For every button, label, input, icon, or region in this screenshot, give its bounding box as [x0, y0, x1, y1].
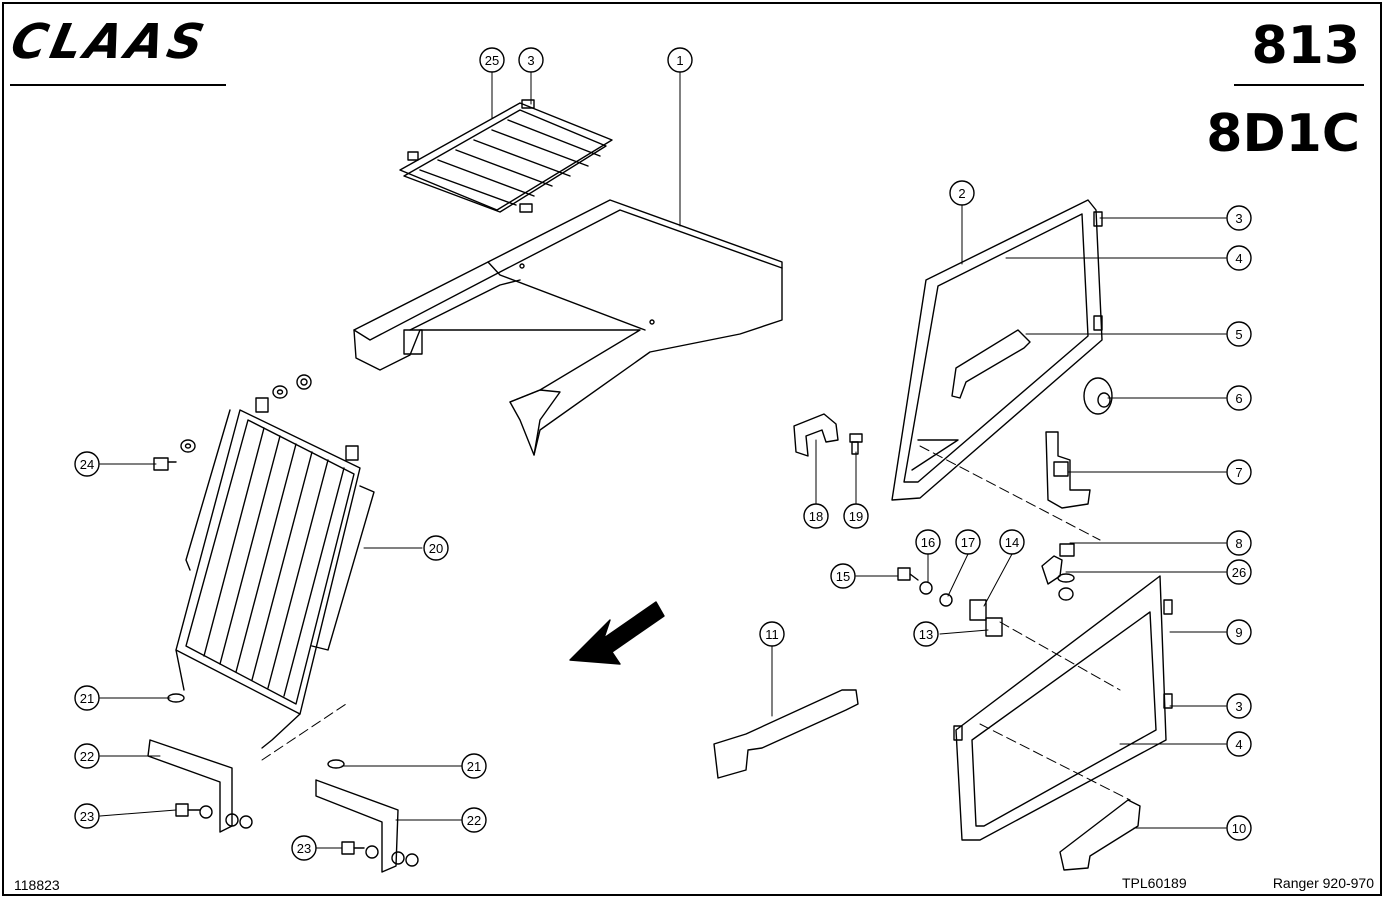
- callout-23-right: 23: [291, 835, 317, 861]
- callout-17: 17: [955, 529, 981, 555]
- assembly-guide-lines: [261, 445, 1131, 801]
- callout-10: 10: [1226, 815, 1252, 841]
- callout-8: 8: [1226, 530, 1252, 556]
- svg-text:26: 26: [1232, 565, 1246, 580]
- callout-26: 26: [1226, 559, 1252, 585]
- group-code: 8D1C: [1206, 104, 1360, 164]
- callout-16: 16: [915, 529, 941, 555]
- callout-13: 13: [913, 621, 939, 647]
- logo-underline: [10, 84, 226, 86]
- door-handle-part: [1059, 799, 1141, 871]
- svg-text:20: 20: [429, 541, 443, 556]
- svg-text:8: 8: [1235, 536, 1242, 551]
- svg-text:22: 22: [467, 813, 481, 828]
- direction-arrow: [569, 601, 665, 665]
- callout-4-lower: 4: [1226, 731, 1252, 757]
- svg-text:17: 17: [961, 535, 975, 550]
- callout-11: 11: [759, 621, 785, 647]
- callout-23-left: 23: [74, 803, 100, 829]
- callout-5: 5: [1226, 321, 1252, 347]
- callout-bubbles: 25 3 1 2 3 4 5 6 7 8 26 9 3 4 10 18 19 1…: [74, 47, 1252, 861]
- svg-text:15: 15: [836, 569, 850, 584]
- svg-text:5: 5: [1235, 327, 1242, 342]
- cab-roof-hood-part: [353, 199, 783, 456]
- svg-text:10: 10: [1232, 821, 1246, 836]
- lower-door-frame-part: [953, 575, 1173, 841]
- knob-part: [1083, 377, 1113, 415]
- washer-21-part: [167, 693, 345, 769]
- svg-text:3: 3: [1235, 211, 1242, 226]
- svg-text:7: 7: [1235, 465, 1242, 480]
- svg-text:24: 24: [80, 457, 94, 472]
- svg-text:23: 23: [297, 841, 311, 856]
- callout-3-upper: 3: [1226, 205, 1252, 231]
- callout-18: 18: [803, 503, 829, 529]
- svg-text:16: 16: [921, 535, 935, 550]
- latch-bolt-part: [1041, 543, 1075, 601]
- hinge-bracket-part: [1045, 431, 1091, 509]
- callout-15: 15: [830, 563, 856, 589]
- callout-3-lower: 3: [1226, 693, 1252, 719]
- callout-20: 20: [423, 535, 449, 561]
- washers-nuts-part: [153, 374, 312, 471]
- callout-22-right: 22: [461, 807, 487, 833]
- svg-text:9: 9: [1235, 625, 1242, 640]
- clip-part: [793, 413, 839, 457]
- plate-code: TPL60189: [1122, 875, 1187, 891]
- svg-text:2: 2: [958, 186, 965, 201]
- callout-4-upper: 4: [1226, 245, 1252, 271]
- callout-leaders: [99, 71, 1227, 849]
- side-grille-part: [175, 397, 375, 749]
- svg-text:25: 25: [485, 53, 499, 68]
- callout-21-left: 21: [74, 685, 100, 711]
- svg-text:13: 13: [919, 627, 933, 642]
- svg-text:3: 3: [527, 53, 534, 68]
- callout-19: 19: [843, 503, 869, 529]
- svg-text:18: 18: [809, 509, 823, 524]
- page-number-divider: [1234, 84, 1364, 86]
- callout-1: 1: [667, 47, 693, 73]
- callout-9: 9: [1226, 619, 1252, 645]
- svg-text:21: 21: [467, 759, 481, 774]
- callout-2: 2: [949, 180, 975, 206]
- callout-3-top: 3: [518, 47, 544, 73]
- svg-text:22: 22: [80, 749, 94, 764]
- svg-text:11: 11: [765, 627, 779, 642]
- callout-7: 7: [1226, 459, 1252, 485]
- svg-text:4: 4: [1235, 737, 1242, 752]
- pin-part: [849, 433, 863, 455]
- mounting-bracket-right-part: [315, 779, 399, 873]
- page-number: 813: [1251, 16, 1360, 76]
- svg-text:14: 14: [1005, 535, 1019, 550]
- top-grille-part: [399, 99, 613, 213]
- callout-24: 24: [74, 451, 100, 477]
- svg-text:19: 19: [849, 509, 863, 524]
- callout-21-right: 21: [461, 753, 487, 779]
- drawing-number: 118823: [14, 877, 60, 893]
- mounting-bracket-left-part: [147, 739, 233, 833]
- svg-text:23: 23: [80, 809, 94, 824]
- svg-text:3: 3: [1235, 699, 1242, 714]
- callout-22-left: 22: [74, 743, 100, 769]
- grab-handle-part: [713, 689, 859, 779]
- svg-text:21: 21: [80, 691, 94, 706]
- svg-text:1: 1: [676, 53, 683, 68]
- upper-window-frame-part: [891, 199, 1103, 501]
- callout-25: 25: [479, 47, 505, 73]
- svg-text:6: 6: [1235, 391, 1242, 406]
- callout-14: 14: [999, 529, 1025, 555]
- svg-text:4: 4: [1235, 251, 1242, 266]
- model-name: Ranger 920-970: [1272, 875, 1374, 891]
- callout-6: 6: [1226, 385, 1252, 411]
